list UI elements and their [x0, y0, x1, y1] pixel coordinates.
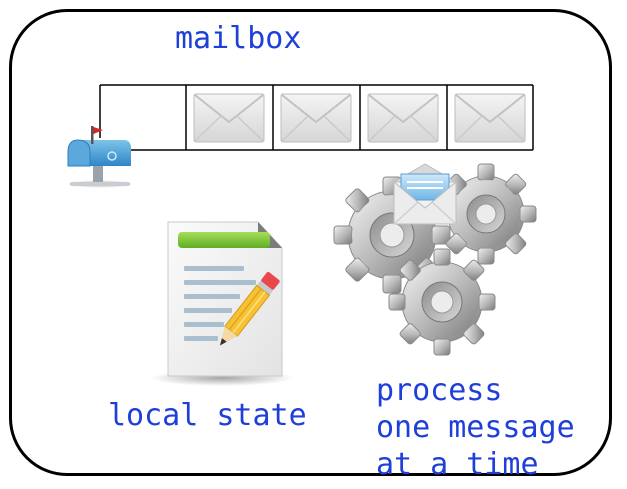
open-envelope-icon — [392, 163, 458, 225]
mailbox-icon — [66, 126, 134, 188]
envelope-icon — [280, 93, 352, 143]
envelope-icon — [193, 93, 265, 143]
gears-icon — [333, 163, 537, 356]
mailbox-label: mailbox — [175, 21, 302, 56]
envelope-icon — [454, 93, 526, 143]
process-label: process one message at a time — [376, 372, 575, 483]
envelope-icon — [367, 93, 439, 143]
process-label-line-3: at a time — [376, 447, 539, 482]
local-state-label: local state — [108, 398, 307, 433]
process-label-line-2: one message — [376, 410, 575, 445]
document-with-pencil-icon — [150, 221, 294, 386]
actor-frame — [9, 9, 612, 476]
message-queue — [99, 84, 534, 151]
process-label-line-1: process — [376, 373, 503, 408]
